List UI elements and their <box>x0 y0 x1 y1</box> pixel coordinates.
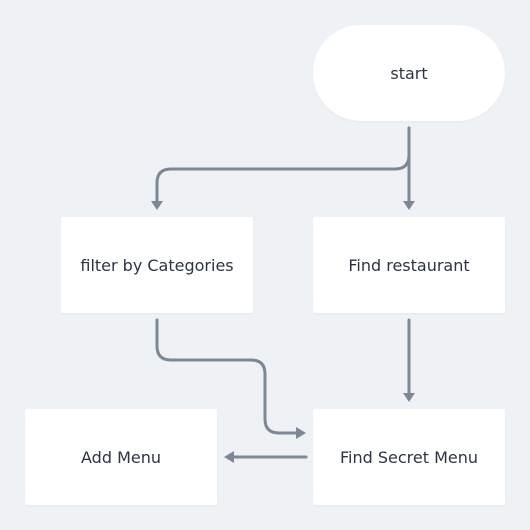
node-filter-by-categories-label: filter by Categories <box>80 255 234 275</box>
arrowhead-filter <box>151 201 163 210</box>
node-filter-by-categories[interactable]: filter by Categories <box>61 217 253 313</box>
node-find-secret-menu-label: Find Secret Menu <box>339 447 479 467</box>
arrowhead-find-restaurant <box>403 201 415 210</box>
node-find-restaurant[interactable]: Find restaurant <box>313 217 505 313</box>
arrowhead-find-secret-from-restaurant <box>403 393 415 402</box>
node-add-menu-label: Add Menu <box>81 447 161 467</box>
arrowhead-find-secret-from-filter <box>296 427 306 439</box>
edge-start-to-filter <box>155 126 411 203</box>
node-add-menu[interactable]: Add Menu <box>25 409 217 505</box>
node-start[interactable]: start <box>313 25 505 121</box>
arrowhead-add-menu <box>224 451 234 463</box>
edge-filter-to-find-secret <box>155 318 298 435</box>
node-find-secret-menu[interactable]: Find Secret Menu <box>313 409 505 505</box>
node-start-label: start <box>390 63 428 83</box>
node-find-restaurant-label: Find restaurant <box>348 255 470 275</box>
